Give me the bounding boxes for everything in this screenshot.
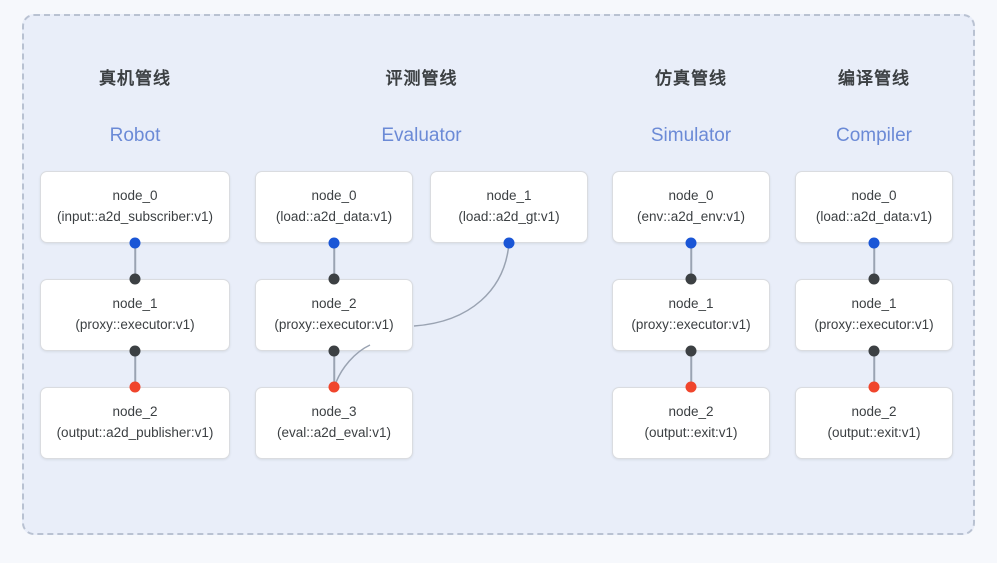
node-card-robot-node-2[interactable]: node_2 (output::a2d_publisher:v1)	[40, 387, 230, 459]
node-type: (output::exit:v1)	[827, 425, 921, 440]
node-card-evaluator-node-0[interactable]: node_0 (load::a2d_data:v1)	[255, 171, 413, 243]
node-type: (eval::a2d_eval:v1)	[276, 425, 392, 440]
port-output-evaluator-node-2[interactable]	[328, 345, 340, 357]
node-card-robot-node-1[interactable]: node_1 (proxy::executor:v1)	[40, 279, 230, 351]
port-output-simulator-node-0[interactable]	[685, 237, 697, 249]
port-input-simulator-node-1[interactable]	[685, 273, 697, 285]
edge-compiler-1-to-2	[873, 351, 875, 387]
node-type: (load::a2d_gt:v1)	[458, 209, 560, 224]
node-card-compiler-node-2[interactable]: node_2 (output::exit:v1)	[795, 387, 953, 459]
port-input-evaluator-node-3[interactable]	[328, 381, 340, 393]
edge-evaluator-0-to-2	[333, 243, 335, 279]
column-title-evaluator: 评测管线	[385, 69, 458, 88]
edge-evaluator-2-to-3	[333, 351, 335, 387]
node-card-evaluator-node-1[interactable]: node_1 (load::a2d_gt:v1)	[430, 171, 588, 243]
node-name: node_2	[851, 404, 897, 420]
node-type: (load::a2d_data:v1)	[275, 209, 393, 224]
column-title-robot: 真机管线	[99, 69, 171, 88]
node-type: (env::a2d_env:v1)	[636, 209, 746, 224]
node-card-robot-node-0[interactable]: node_0 (input::a2d_subscriber:v1)	[40, 171, 230, 243]
node-type: (proxy::executor:v1)	[814, 317, 934, 332]
port-input-compiler-node-1[interactable]	[868, 273, 880, 285]
node-name: node_2	[311, 296, 357, 312]
node-card-evaluator-node-2[interactable]: node_2 (proxy::executor:v1)	[255, 279, 413, 351]
node-name: node_3	[311, 404, 357, 420]
port-input-compiler-node-2[interactable]	[868, 381, 880, 393]
node-type: (output::exit:v1)	[644, 425, 738, 440]
node-name: node_1	[668, 296, 714, 312]
port-input-simulator-node-2[interactable]	[685, 381, 697, 393]
node-type: (proxy::executor:v1)	[274, 317, 394, 332]
column-subtitle-robot: Robot	[109, 125, 161, 146]
column-subtitle-evaluator: Evaluator	[381, 125, 462, 146]
node-type: (output::a2d_publisher:v1)	[56, 425, 214, 440]
edge-compiler-0-to-1	[873, 243, 875, 279]
port-output-simulator-node-1[interactable]	[685, 345, 697, 357]
port-output-compiler-node-1[interactable]	[868, 345, 880, 357]
node-type: (input::a2d_subscriber:v1)	[56, 209, 214, 224]
node-name: node_0	[851, 188, 897, 204]
node-type: (proxy::executor:v1)	[631, 317, 751, 332]
node-name: node_2	[112, 404, 158, 420]
edge-simulator-0-to-1	[690, 243, 692, 279]
node-name: node_1	[486, 188, 532, 204]
port-output-evaluator-node-1[interactable]	[503, 237, 515, 249]
port-input-robot-node-2[interactable]	[129, 381, 141, 393]
node-name: node_2	[668, 404, 714, 420]
node-card-compiler-node-0[interactable]: node_0 (load::a2d_data:v1)	[795, 171, 953, 243]
column-subtitle-simulator: Simulator	[650, 125, 732, 146]
port-output-robot-node-1[interactable]	[129, 345, 141, 357]
column-title-compiler: 编译管线	[838, 69, 910, 88]
port-input-robot-node-1[interactable]	[129, 273, 141, 285]
node-name: node_1	[851, 296, 897, 312]
port-output-robot-node-0[interactable]	[129, 237, 141, 249]
column-subtitle-compiler: Compiler	[835, 125, 913, 146]
column-title-simulator: 仿真管线	[655, 69, 727, 88]
node-card-simulator-node-2[interactable]: node_2 (output::exit:v1)	[612, 387, 770, 459]
node-card-compiler-node-1[interactable]: node_1 (proxy::executor:v1)	[795, 279, 953, 351]
node-type: (proxy::executor:v1)	[75, 317, 195, 332]
node-card-simulator-node-0[interactable]: node_0 (env::a2d_env:v1)	[612, 171, 770, 243]
port-output-evaluator-node-0[interactable]	[328, 237, 340, 249]
node-card-simulator-node-1[interactable]: node_1 (proxy::executor:v1)	[612, 279, 770, 351]
edge-robot-0-to-1	[134, 243, 136, 279]
node-type: (load::a2d_data:v1)	[815, 209, 933, 224]
node-name: node_0	[112, 188, 158, 204]
port-input-evaluator-node-2[interactable]	[328, 273, 340, 285]
edge-robot-1-to-2	[134, 351, 136, 387]
node-name: node_0	[668, 188, 714, 204]
edge-simulator-1-to-2	[690, 351, 692, 387]
node-card-evaluator-node-3[interactable]: node_3 (eval::a2d_eval:v1)	[255, 387, 413, 459]
node-name: node_0	[311, 188, 357, 204]
port-output-compiler-node-0[interactable]	[868, 237, 880, 249]
node-name: node_1	[112, 296, 158, 312]
